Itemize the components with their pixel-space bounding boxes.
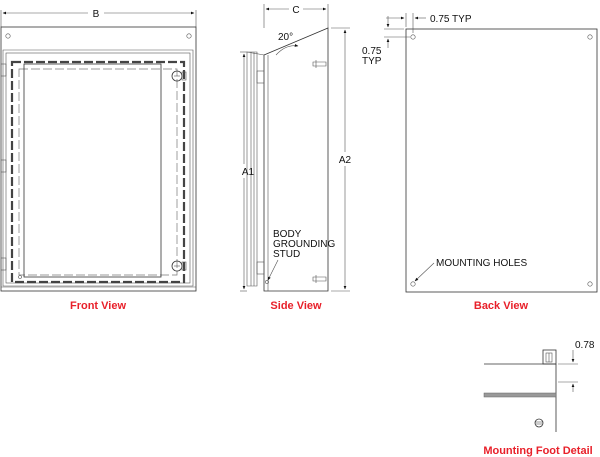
dimension-typ-horizontal: 0.75 TYP xyxy=(430,14,472,25)
caption-back-view: Back View xyxy=(474,300,529,312)
hinge-icon xyxy=(256,261,265,275)
caption-mounting-foot-detail: Mounting Foot Detail xyxy=(483,445,592,457)
hinge-icon xyxy=(0,63,7,77)
label-stud: STUD xyxy=(273,249,300,260)
mounting-hole-icon xyxy=(186,33,192,39)
stud-icon xyxy=(312,276,327,282)
front-door-outline xyxy=(2,49,194,287)
mounting-hole-icon xyxy=(410,34,416,40)
door-gasket xyxy=(10,60,186,284)
screw-icon xyxy=(534,418,544,428)
front-body-outline xyxy=(0,26,197,292)
dimension-angle: 20° xyxy=(278,32,293,43)
dimension-foot: 0.78 xyxy=(575,340,595,351)
dimension-typ-vertical-suffix: TYP xyxy=(362,56,382,67)
hinge-icon xyxy=(0,159,7,173)
dimension-b: B xyxy=(93,9,100,20)
hinge-icon xyxy=(256,70,265,84)
side-body-outline xyxy=(263,27,329,292)
side-door-profile xyxy=(246,51,258,287)
stud-icon xyxy=(312,61,327,67)
dimension-typ-vertical-value: 0.75 xyxy=(362,46,382,57)
dimension-a2: A2 xyxy=(339,155,352,166)
mounting-hole-icon xyxy=(587,281,593,287)
latch-icon xyxy=(171,70,187,82)
caption-side-view: Side View xyxy=(270,300,322,312)
mounting-hole-icon xyxy=(5,33,11,39)
dimension-c: C xyxy=(292,5,299,16)
inner-panel xyxy=(23,63,162,278)
back-view: 0.75 TYP 0.75 TYP MOUNTING HOLES Back Vi… xyxy=(362,13,598,312)
mounting-foot-detail: 0.78 Mounting Foot Detail xyxy=(483,340,595,457)
foot-flange xyxy=(483,392,557,398)
caption-front-view: Front View xyxy=(70,300,126,312)
back-panel-outline xyxy=(405,28,598,293)
front-view: B Front View xyxy=(0,9,197,312)
foot-bracket xyxy=(542,349,557,365)
mounting-hole-icon xyxy=(410,281,416,287)
label-body: BODY xyxy=(273,229,302,240)
label-grounding: GROUNDING xyxy=(273,239,335,250)
dimension-a1: A1 xyxy=(242,167,255,178)
side-view: C 20° A1 A2 BODY GROUNDIN xyxy=(240,4,352,312)
label-mounting-holes: MOUNTING HOLES xyxy=(436,258,527,269)
latch-icon xyxy=(171,260,187,272)
mounting-hole-icon xyxy=(587,34,593,40)
hinge-icon xyxy=(0,257,7,271)
